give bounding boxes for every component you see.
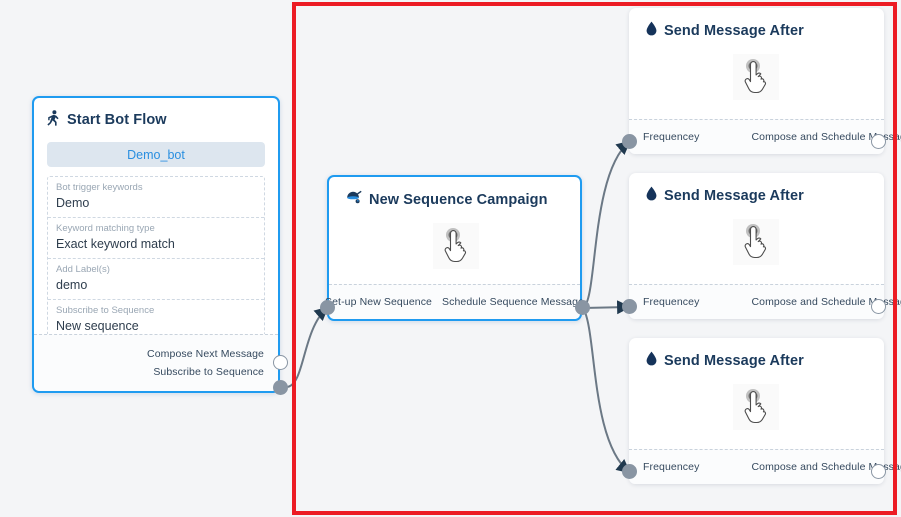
msg-node-1-content: Send Message After <box>629 8 884 100</box>
megaphone-icon <box>346 190 362 209</box>
node-send-message-after-3[interactable]: Send Message After Frequencey Compose an… <box>629 338 901 484</box>
port-out-compose-next-message[interactable] <box>273 355 288 370</box>
field-value: Demo <box>56 196 90 210</box>
start-node-footer: Compose Next Message Subscribe to Sequen… <box>34 334 278 391</box>
field-label: Keyword matching type <box>56 223 155 234</box>
port-out-subscribe-to-sequence[interactable] <box>273 380 288 395</box>
port-label-setup-new-sequence: Set-up New Sequence <box>325 296 432 308</box>
msg-node-2-title: Send Message After <box>664 187 804 204</box>
running-person-icon <box>47 110 60 130</box>
field-value: demo <box>56 278 88 292</box>
msg-node-3-title-row: Send Message After <box>646 351 884 370</box>
field-value: New sequence <box>56 319 139 333</box>
start-node-fields: Bot trigger keywords Demo Keyword matchi… <box>47 176 265 341</box>
port-out-schedule-sequence-message[interactable] <box>575 300 590 315</box>
port-label-schedule-sequence-message: Schedule Sequence Message <box>441 296 584 308</box>
port-in-frequencey-3[interactable] <box>622 464 637 479</box>
campaign-node-footer: Set-up New Sequence Schedule Sequence Me… <box>325 284 584 319</box>
port-in-frequencey-2[interactable] <box>622 299 637 314</box>
port-label-frequencey: Frequencey <box>643 296 700 308</box>
start-node-title-row: Start Bot Flow <box>47 110 265 130</box>
port-label-compose-and-schedule-message: Compose and Schedule Message <box>751 296 901 308</box>
campaign-node-content: New Sequence Campaign <box>329 177 580 269</box>
msg-node-3-footer: Frequencey Compose and Schedule Message <box>629 449 901 484</box>
node-start-bot-flow[interactable]: Start Bot Flow Demo_bot Bot trigger keyw… <box>32 96 280 393</box>
msg-node-2-title-row: Send Message After <box>646 186 884 205</box>
bot-name-pill[interactable]: Demo_bot <box>47 142 265 167</box>
port-in-setup-new-sequence[interactable] <box>320 300 335 315</box>
node-send-message-after-1[interactable]: Send Message After Frequencey Compose an… <box>629 8 901 154</box>
node-send-message-after-2[interactable]: Send Message After Frequencey Compose an… <box>629 173 901 319</box>
pointing-hand-cursor <box>733 384 779 430</box>
field-subscribe-to-sequence[interactable]: Subscribe to Sequence New sequence <box>48 300 264 340</box>
port-out-compose-and-schedule-message-1[interactable] <box>871 134 886 149</box>
pointing-hand-cursor <box>733 54 779 100</box>
pointing-hand-cursor <box>733 219 779 265</box>
msg-node-1-title-row: Send Message After <box>646 21 884 40</box>
pointing-hand-cursor <box>433 223 479 269</box>
field-keyword-matching-type[interactable]: Keyword matching type Exact keyword matc… <box>48 218 264 259</box>
msg-node-2-footer: Frequencey Compose and Schedule Message <box>629 284 901 319</box>
start-node-content: Start Bot Flow Demo_bot Bot trigger keyw… <box>34 98 278 341</box>
msg-node-1-title: Send Message After <box>664 22 804 39</box>
port-label-compose-and-schedule-message: Compose and Schedule Message <box>751 131 901 143</box>
msg-node-3-content: Send Message After <box>629 338 884 430</box>
field-label: Add Label(s) <box>56 264 110 275</box>
campaign-node-title: New Sequence Campaign <box>369 191 548 208</box>
port-label-compose-and-schedule-message: Compose and Schedule Message <box>751 461 901 473</box>
port-in-frequencey-1[interactable] <box>622 134 637 149</box>
msg-node-2-content: Send Message After <box>629 173 884 265</box>
field-label: Bot trigger keywords <box>56 182 143 193</box>
field-bot-trigger-keywords[interactable]: Bot trigger keywords Demo <box>48 177 264 218</box>
field-value: Exact keyword match <box>56 237 175 251</box>
start-node-title: Start Bot Flow <box>67 112 167 128</box>
port-label-frequencey: Frequencey <box>643 131 700 143</box>
port-label-compose-next-message: Compose Next Message <box>147 348 264 360</box>
field-add-labels[interactable]: Add Label(s) demo <box>48 259 264 300</box>
node-new-sequence-campaign[interactable]: New Sequence Campaign Set-up New Sequenc… <box>325 175 584 321</box>
port-label-subscribe-to-sequence: Subscribe to Sequence <box>153 366 264 378</box>
water-drop-icon <box>646 351 657 370</box>
campaign-node-title-row: New Sequence Campaign <box>346 190 580 209</box>
msg-node-3-title: Send Message After <box>664 352 804 369</box>
port-out-compose-and-schedule-message-3[interactable] <box>871 464 886 479</box>
msg-node-1-footer: Frequencey Compose and Schedule Message <box>629 119 901 154</box>
field-label: Subscribe to Sequence <box>56 305 155 316</box>
water-drop-icon <box>646 186 657 205</box>
port-out-compose-and-schedule-message-2[interactable] <box>871 299 886 314</box>
port-label-frequencey: Frequencey <box>643 461 700 473</box>
water-drop-icon <box>646 21 657 40</box>
